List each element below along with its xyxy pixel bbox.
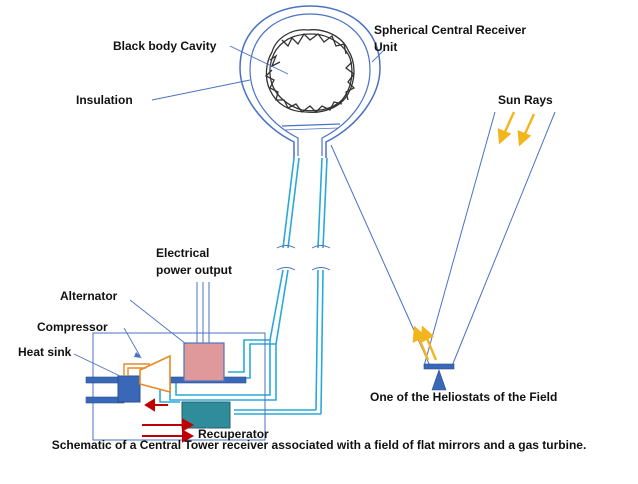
- heat-sink-box: [92, 332, 266, 441]
- tower-break-marks: [276, 245, 331, 271]
- label-compressor: Compressor: [37, 320, 108, 334]
- power-output-wires: [196, 282, 210, 343]
- turbine-block: [117, 375, 141, 403]
- label-electrical-line1: Electrical: [156, 246, 209, 260]
- leader-lines: [73, 45, 385, 429]
- tower-pipes: [269, 157, 328, 415]
- receiver-window: [281, 123, 341, 127]
- label-receiver-line1: Spherical Central Receiver: [374, 23, 526, 37]
- label-insulation: Insulation: [76, 93, 133, 107]
- label-receiver-line2: Unit: [374, 40, 397, 54]
- black-body-cavity: [264, 29, 356, 114]
- label-heliostat: One of the Heliostats of the Field: [370, 390, 557, 404]
- heliostat-mirror: [423, 363, 455, 370]
- flow-arrows: [142, 398, 195, 443]
- receiver-window-inner: [283, 127, 339, 131]
- label-heat-sink: Heat sink: [18, 345, 72, 359]
- label-alternator: Alternator: [60, 289, 118, 303]
- compressor-pointer-arrow: [134, 352, 142, 358]
- receiver-inner-shell: [249, 13, 371, 156]
- label-sun-rays: Sun Rays: [498, 93, 553, 107]
- sun-rays: [330, 111, 556, 367]
- sun-ray-arrows: [412, 111, 536, 361]
- cycle-piping: [159, 339, 321, 415]
- receiver-outer-shell: [239, 5, 381, 158]
- figure-caption: Schematic of a Central Tower receiver as…: [51, 438, 587, 452]
- label-black-body-cavity: Black body Cavity: [113, 39, 217, 53]
- heliostat-stand: [431, 369, 447, 391]
- compressor-duct: [123, 363, 150, 376]
- label-electrical-line2: power output: [156, 263, 232, 277]
- alternator: [183, 342, 225, 382]
- compressor: [139, 354, 171, 394]
- label-recuperator: Recuperator: [198, 427, 269, 441]
